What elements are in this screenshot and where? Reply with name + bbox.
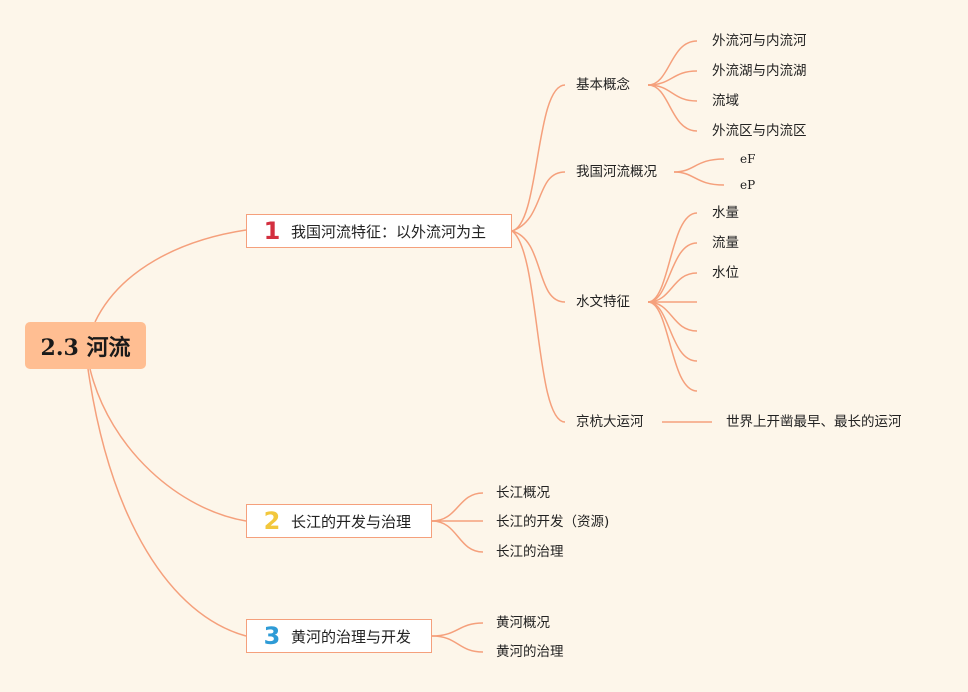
leaf-item[interactable]: 外流区与内流区 xyxy=(712,123,807,139)
number-2-icon: 2 xyxy=(263,507,281,535)
number-1-icon: 1 xyxy=(263,217,281,245)
branch-3-topic[interactable]: 3 黄河的治理与开发 xyxy=(246,619,432,653)
leaf-item[interactable]: 水位 xyxy=(712,265,739,281)
branch-2-topic[interactable]: 2 长江的开发与治理 xyxy=(246,504,432,538)
subtopic-grand-canal[interactable]: 京杭大运河 xyxy=(576,414,644,430)
branch-1-label: 我国河流特征：以外流河为主 xyxy=(291,222,487,241)
branch-2-label: 长江的开发与治理 xyxy=(291,512,412,531)
branch-1-topic[interactable]: 1 我国河流特征：以外流河为主 xyxy=(246,214,512,248)
leaf-item[interactable]: 水量 xyxy=(712,205,739,221)
leaf-item[interactable]: 外流河与内流河 xyxy=(712,33,807,49)
leaf-item[interactable]: 黄河概况 xyxy=(496,615,550,631)
leaf-item[interactable]: 世界上开凿最早、最长的运河 xyxy=(726,414,902,430)
subtopic-river-overview[interactable]: 我国河流概况 xyxy=(576,164,657,180)
leaf-item[interactable]: eF xyxy=(740,152,756,166)
number-3-icon: 3 xyxy=(263,622,281,650)
subtopic-basic-concepts[interactable]: 基本概念 xyxy=(576,77,630,93)
branch-3-label: 黄河的治理与开发 xyxy=(291,627,412,646)
subtopic-hydrology[interactable]: 水文特征 xyxy=(576,294,630,310)
leaf-item[interactable]: 长江的治理 xyxy=(496,544,564,560)
leaf-item[interactable]: 流量 xyxy=(712,235,739,251)
leaf-item[interactable]: 黄河的治理 xyxy=(496,644,564,660)
leaf-item[interactable]: 外流湖与内流湖 xyxy=(712,63,807,79)
leaf-item[interactable]: eP xyxy=(740,178,756,192)
leaf-item[interactable]: 长江概况 xyxy=(496,485,550,501)
root-topic[interactable]: 2.3 河流 xyxy=(25,322,146,369)
leaf-item[interactable]: 流域 xyxy=(712,93,739,109)
root-label: 2.3 河流 xyxy=(40,334,131,361)
leaf-item[interactable]: 长江的开发（资源) xyxy=(496,514,610,530)
